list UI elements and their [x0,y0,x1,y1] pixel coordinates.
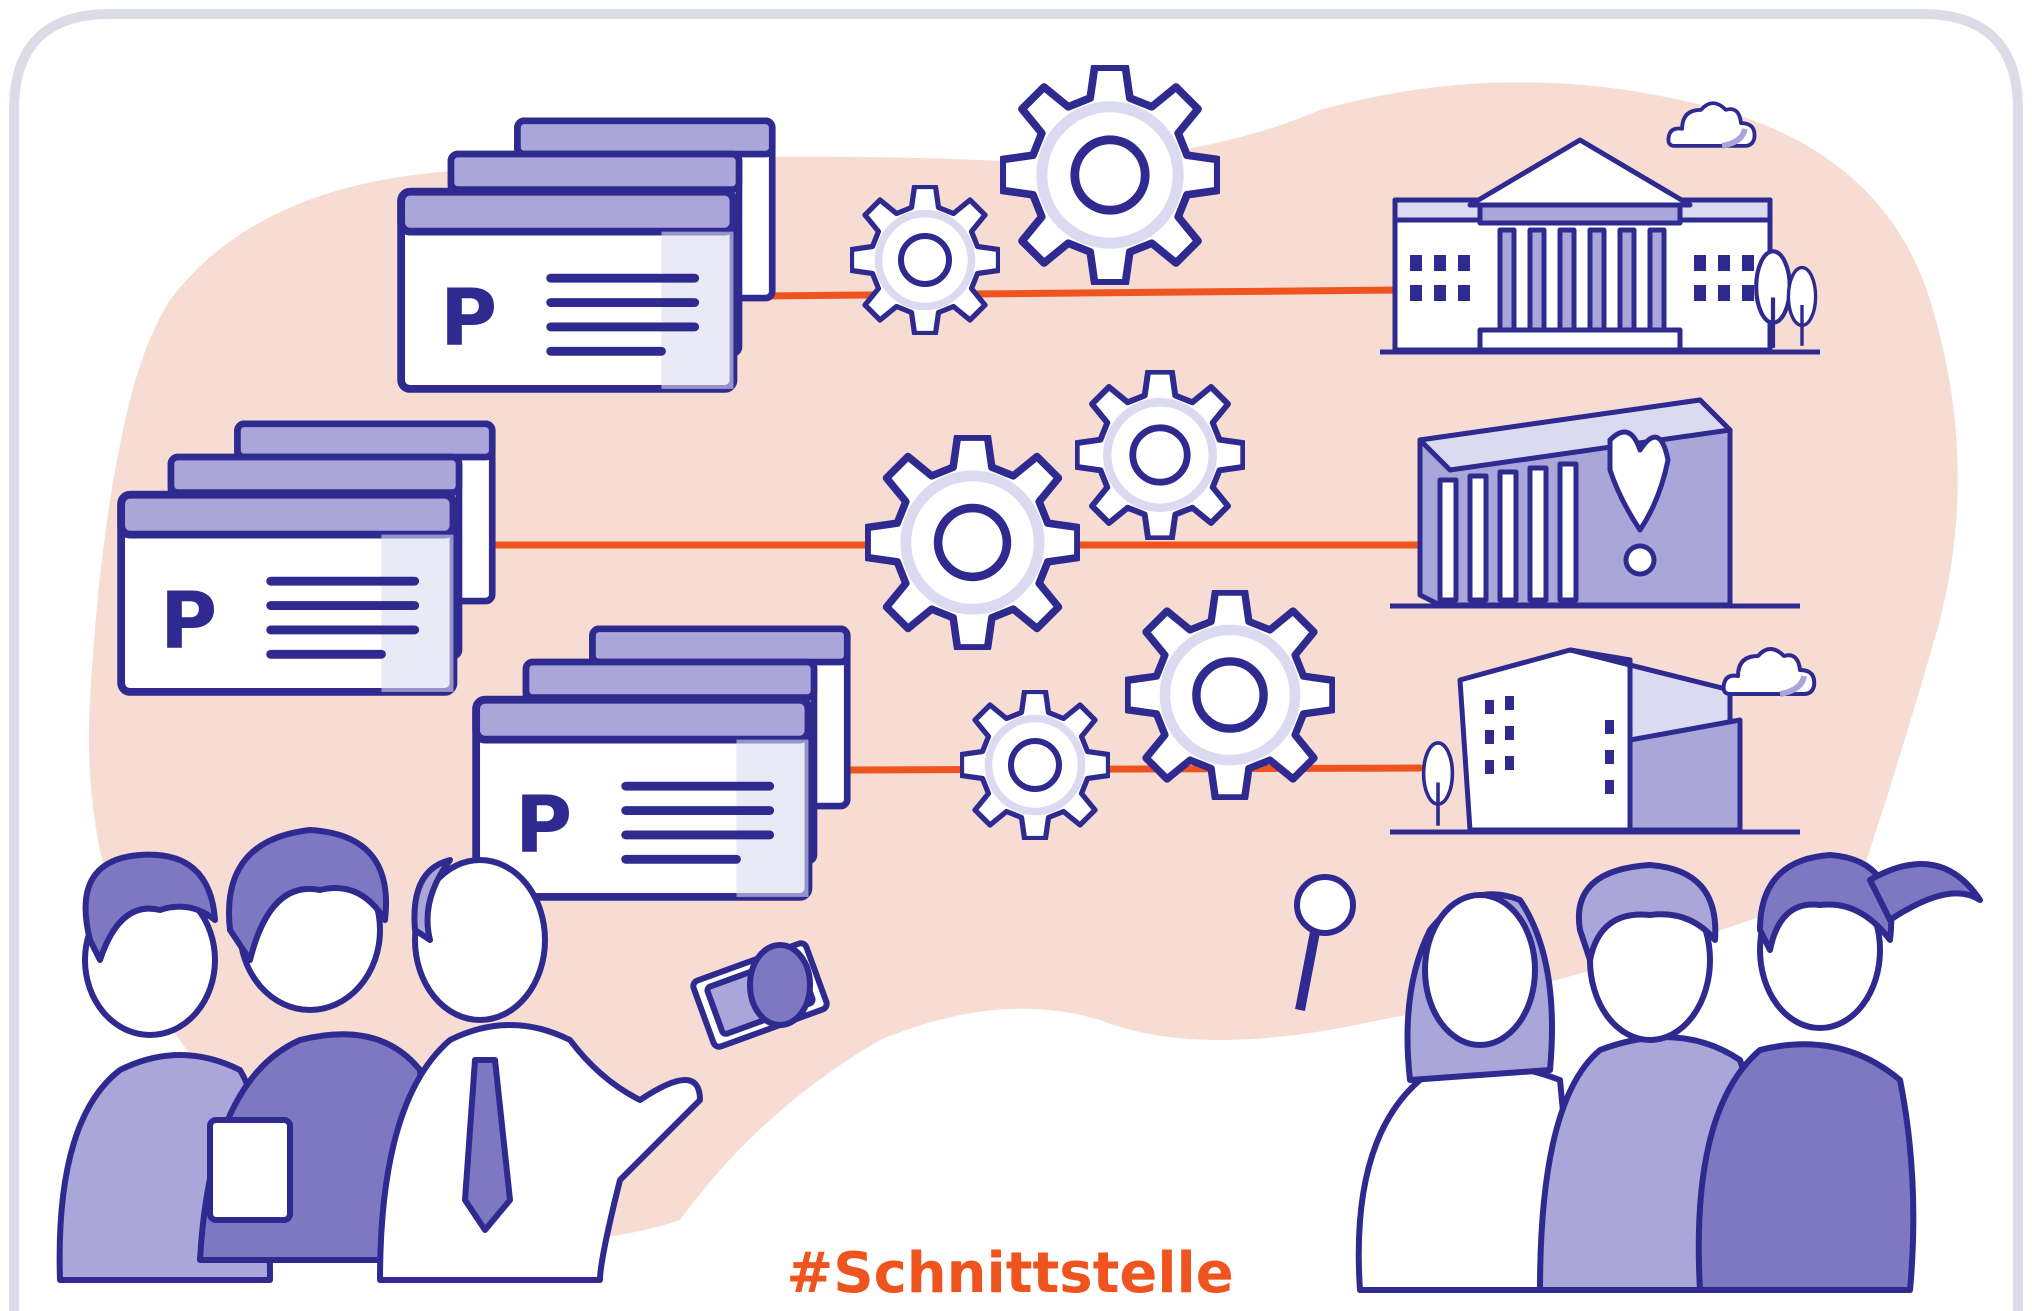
office-building-icon [1390,647,1800,835]
outer-frame [9,9,2023,1311]
paper-sheet-icon [207,1117,293,1223]
magnifying-glass-icon [1294,874,1356,1011]
hashtag-caption: #Schnittstelle [786,1241,1233,1306]
gear-icon [962,692,1109,839]
people-group-right [1294,852,1983,1293]
gear-icon [1002,67,1218,283]
parliament-building-icon [1390,397,1800,609]
gear-icon [867,437,1078,648]
document-stack-icon: P [476,629,847,897]
document-stack-icon: P [401,121,772,389]
gear-icon [852,187,999,334]
gear-icon [1077,372,1244,539]
card-letter: P [440,274,497,364]
people-group-left [56,827,830,1283]
card-letter: P [515,781,572,871]
gear-icon [1127,592,1333,798]
card-letter: P [160,577,217,667]
money-bundle-icon [690,940,830,1050]
government-building-icon [1380,137,1820,355]
document-stack-icon: P [121,424,492,692]
